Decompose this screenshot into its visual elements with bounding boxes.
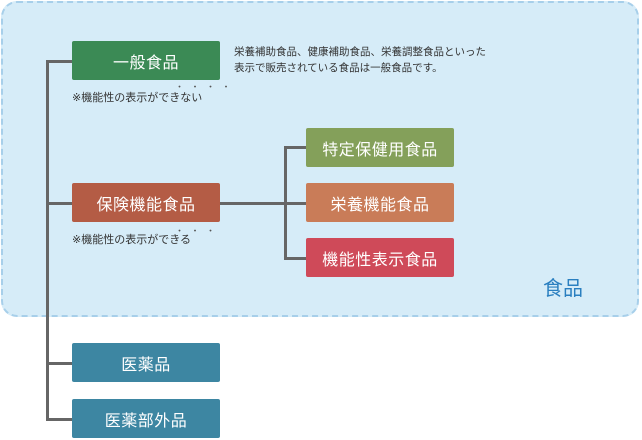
branch-quasi-drug	[46, 418, 72, 421]
nutrient-function-food-box: 栄養機能食品	[306, 183, 454, 222]
food-category-label: 食品	[543, 276, 583, 300]
branch-nutrient-function-food	[284, 202, 306, 205]
branch-to-subcategories	[220, 202, 285, 205]
emphasis-dots: ・・・・	[175, 83, 238, 93]
branch-specified-health-food	[284, 146, 306, 149]
quasi-drug-box: 医薬部外品	[72, 399, 220, 438]
branch-health-function-food	[46, 202, 72, 205]
branch-drug	[46, 362, 72, 365]
health-function-food-note: ※機能性の表示ができる	[72, 233, 191, 246]
branch-function-claim-food	[284, 257, 306, 260]
drug-box: 医薬品	[72, 343, 220, 382]
general-food-box: 一般食品	[72, 41, 220, 80]
general-food-description-line-1: 栄養補助食品、健康補助食品、栄養調整食品といった	[234, 46, 486, 58]
function-claim-food-box: 機能性表示食品	[306, 238, 454, 277]
general-food-note: ※機能性の表示ができない	[72, 91, 203, 104]
general-food-description-line-2: 表示で販売されている食品は一般食品です。	[234, 62, 443, 74]
main-trunk-line	[46, 60, 49, 420]
specified-health-food-box: 特定保健用食品	[306, 128, 454, 167]
health-function-food-box: 保険機能食品	[72, 183, 220, 222]
emphasis-dots: ・・・	[175, 227, 222, 237]
branch-general-food	[46, 60, 72, 63]
